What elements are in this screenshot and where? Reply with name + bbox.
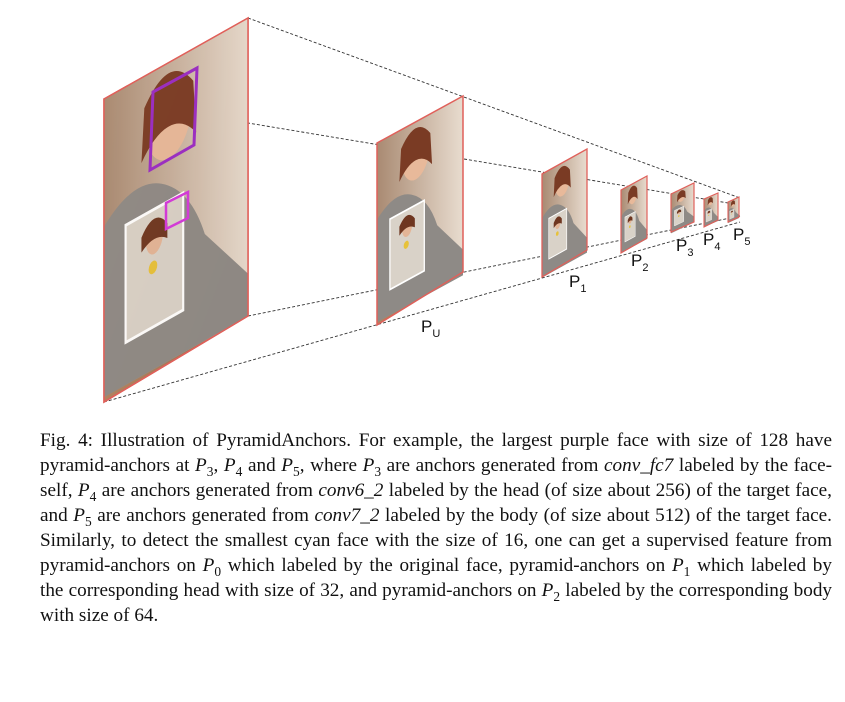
image-level-original <box>102 16 250 404</box>
image-level-p2 <box>620 174 648 255</box>
image-level-p4 <box>703 192 719 228</box>
caption-label: Fig. 4: <box>40 430 93 451</box>
image-level-pu <box>375 94 465 327</box>
image-level-p5 <box>727 196 740 224</box>
pyramid-diagram: PU P1 P2 P3 P4 P5 <box>102 16 750 404</box>
label-pu: PU <box>421 317 440 340</box>
magenta-face-box <box>164 189 190 232</box>
figure-caption: Fig. 4: Illustration of PyramidAnchors. … <box>40 430 833 626</box>
image-level-p3 <box>670 182 695 234</box>
image-level-p1 <box>541 147 588 279</box>
label-p5: P5 <box>733 225 750 248</box>
label-p4: P4 <box>703 230 720 253</box>
label-p1: P1 <box>569 272 586 295</box>
purple-face-box <box>148 65 199 173</box>
pyramid-anchors-figure: PU P1 P2 P3 P4 P5 <box>102 16 750 404</box>
label-p3: P3 <box>676 236 693 259</box>
label-p2: P2 <box>631 251 648 274</box>
